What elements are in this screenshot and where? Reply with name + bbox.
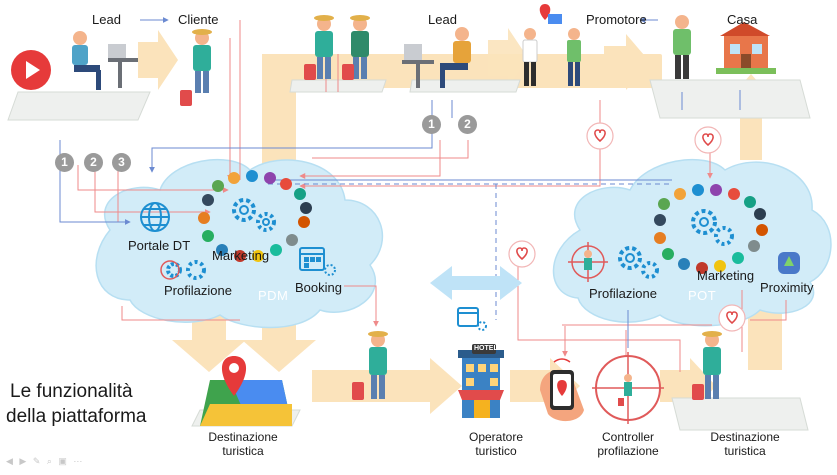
- label-proximity: Proximity: [760, 280, 814, 295]
- proximity-icon: [778, 252, 800, 274]
- badge-left-3: 3: [112, 153, 131, 172]
- label-marketing-left: Marketing: [212, 248, 270, 263]
- badge-left-1: 1: [55, 153, 74, 172]
- calendar-icon: [299, 247, 336, 276]
- label-cliente: Cliente: [178, 12, 219, 27]
- label-profilazione-right: Profilazione: [589, 286, 657, 301]
- sync-arrow: [430, 266, 522, 300]
- calendar-icon-small: [457, 307, 487, 331]
- heart-icons: [508, 122, 746, 332]
- label-destinazione-right-1: Destinazione: [710, 430, 780, 444]
- label-marketing-right: Marketing: [697, 268, 755, 283]
- person-icon: [72, 15, 722, 406]
- label-destinazione-left-2: turistica: [222, 444, 264, 458]
- label-promotore: Promotore: [586, 12, 647, 27]
- label-booking: Booking: [295, 280, 342, 295]
- label-casa: Casa: [727, 12, 758, 27]
- smartphone-icon: [540, 358, 584, 422]
- label-lead-left: Lead: [92, 12, 121, 27]
- house-icon: [716, 22, 776, 74]
- icon-ring-right: [654, 184, 768, 274]
- label-controller: Controller profilazione: [586, 430, 670, 458]
- icon-ring-left: [198, 170, 312, 262]
- laptop-icon: [108, 44, 434, 88]
- badge-center-1: 1: [422, 115, 441, 134]
- label-profilazione-left: Profilazione: [164, 283, 232, 298]
- label-destinazione-left: Destinazione turistica: [198, 430, 288, 458]
- map-pin-icon: [200, 356, 292, 426]
- cloud-left: [95, 158, 384, 329]
- hotel-sign: HOTEL: [474, 345, 498, 352]
- badge-center-2: 2: [458, 115, 477, 134]
- label-lead-center: Lead: [428, 12, 457, 27]
- bottom-toolbar[interactable]: ◀ ▶ ✎ ⌕ ▣ ⋯: [6, 456, 85, 466]
- hotel-icon: [458, 344, 504, 418]
- play-button[interactable]: [11, 50, 51, 90]
- label-functions-line1: Le funzionalità: [10, 381, 133, 402]
- globe-icon: [140, 202, 170, 232]
- label-operatore-2: turistico: [475, 444, 517, 458]
- label-operatore-1: Operatore: [468, 430, 524, 444]
- label-destinazione-right-2: turistica: [724, 444, 766, 458]
- label-pdm: PDM: [258, 288, 289, 303]
- map-pin-icon-small: [539, 4, 562, 24]
- label-pot: POT: [688, 288, 717, 303]
- cloud-right: [552, 158, 832, 327]
- label-controller-1: Controller: [601, 430, 655, 444]
- label-portale-dt: Portale DT: [128, 238, 191, 253]
- label-operatore: Operatore turistico: [456, 430, 536, 458]
- label-destinazione-right: Destinazione turistica: [700, 430, 790, 458]
- label-destinazione-left-1: Destinazione: [208, 430, 278, 444]
- label-functions-line2: della piattaforma: [6, 406, 147, 427]
- gears-icon: [166, 198, 734, 280]
- badge-left-2: 2: [84, 153, 103, 172]
- label-controller-2: profilazione: [597, 444, 659, 458]
